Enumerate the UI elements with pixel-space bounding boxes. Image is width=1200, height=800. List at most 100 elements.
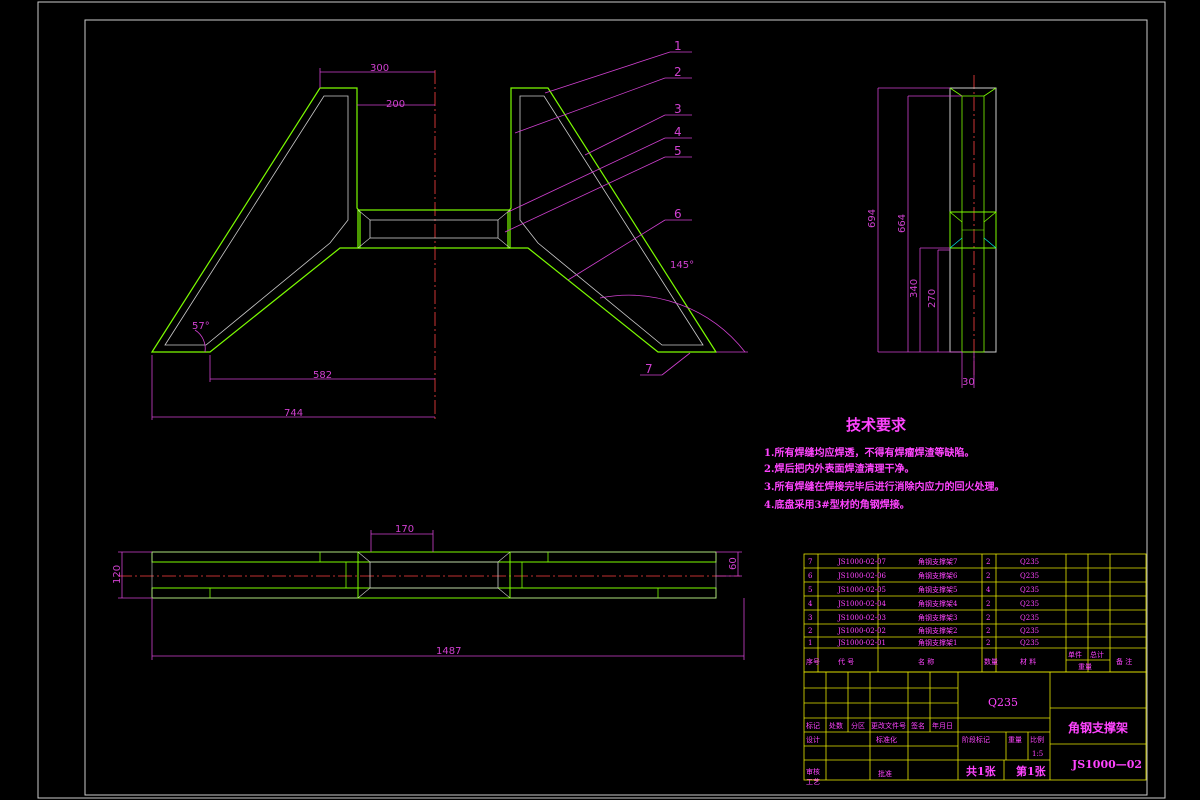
tb-review: 审核	[806, 767, 820, 776]
title-block: 标记 处数 分区 更改文件号 签名 年月日 设计 标准化 审核 工艺 批准 阶段…	[803, 671, 1147, 786]
tb-scale: 1:5	[1032, 750, 1043, 758]
part-1-code: JS1000-02-01	[837, 639, 886, 647]
middle-beam	[357, 209, 511, 249]
header-no: 序号	[806, 657, 820, 666]
part-3-qty: 2	[986, 614, 990, 622]
balloon-7: 7	[645, 362, 653, 376]
angle-57: 57°	[192, 321, 210, 332]
tb-drawing-name: 角钢支撑架	[1068, 720, 1128, 735]
parts-list: 7 JS1000-02-07 角钢支撑架7 2 Q235 6 JS1000-02…	[803, 553, 1147, 673]
part-3-name: 角钢支撑架3	[918, 613, 957, 622]
dim-582: 582	[313, 370, 332, 381]
tb-standardize: 标准化	[876, 735, 897, 744]
tech-item-4: 4.底盘采用3#型材的角钢焊接。	[764, 498, 910, 511]
part-6-code: JS1000-02-06	[837, 572, 887, 580]
header-qty: 数量	[984, 657, 998, 666]
part-4-code: JS1000-02-04	[837, 600, 887, 608]
tb-process: 工艺	[806, 778, 820, 786]
tb-total-sheets: 共1张	[966, 764, 997, 778]
header-code: 代 号	[838, 657, 854, 666]
tb-zone: 分区	[851, 721, 865, 730]
part-1-qty: 2	[986, 639, 990, 647]
technical-requirements: 技术要求 1.所有焊缝均应焊透，不得有焊瘤焊渣等缺陷。 2.焊后把内外表面焊渣清…	[764, 416, 1004, 511]
dim-60: 60	[728, 557, 739, 570]
dim-170: 170	[395, 524, 414, 535]
part-6-material: Q235	[1020, 572, 1039, 580]
dim-200: 200	[386, 99, 405, 110]
header-total: 总计	[1090, 650, 1104, 659]
tb-drawing-no: JS1000—02	[1071, 758, 1142, 771]
dim-694: 694	[867, 209, 878, 228]
tech-item-3: 3.所有焊缝在焊接完毕后进行消除内应力的回火处理。	[764, 480, 1004, 493]
drawing-frame	[37, 1, 1166, 799]
tb-date: 年月日	[932, 721, 953, 730]
left-frame-inner	[164, 95, 349, 346]
part-3-material: Q235	[1020, 614, 1039, 622]
tb-ratio: 比例	[1030, 735, 1044, 744]
part-4-material: Q235	[1020, 600, 1039, 608]
balloon-4: 4	[674, 125, 682, 139]
tb-weight: 重量	[1008, 736, 1022, 744]
part-1-material: Q235	[1020, 639, 1039, 647]
tb-designer: 设计	[806, 735, 820, 744]
dim-300: 300	[370, 63, 389, 74]
dim-270: 270	[927, 289, 938, 308]
tb-count: 处数	[829, 721, 843, 730]
part-5-qty: 4	[986, 586, 991, 594]
part-7-qty: 2	[986, 558, 990, 566]
tech-title: 技术要求	[846, 416, 907, 434]
left-frame-outer	[150, 87, 361, 353]
part-6-no: 6	[808, 572, 813, 580]
balloon-1: 1	[674, 39, 682, 53]
part-2-no: 2	[808, 627, 812, 635]
dim-30: 30	[962, 377, 975, 388]
part-2-code: JS1000-02-02	[837, 627, 886, 635]
balloon-2: 2	[674, 65, 682, 79]
part-7-no: 7	[808, 558, 812, 566]
balloon-6: 6	[674, 207, 682, 221]
tech-item-2: 2.焊后把内外表面焊渣清理干净。	[764, 462, 914, 475]
dim-1487: 1487	[436, 646, 461, 657]
part-6-qty: 2	[986, 572, 990, 580]
dim-744: 744	[284, 408, 303, 419]
side-view: 694 664 340 270 30	[867, 75, 997, 388]
part-4-qty: 2	[986, 600, 990, 608]
middle-beam-inner	[369, 219, 499, 239]
part-7-name: 角钢支撑架7	[918, 557, 957, 566]
part-7-code: JS1000-02-07	[837, 558, 886, 566]
header-remark: 备 注	[1116, 657, 1132, 666]
header-weight: 重量	[1078, 663, 1092, 671]
angle-145: 145°	[670, 260, 694, 271]
part-1-no: 1	[808, 639, 812, 647]
tb-signature: 签名	[911, 721, 925, 730]
tb-sheet-no: 第1张	[1016, 764, 1047, 778]
dim-340: 340	[909, 279, 920, 298]
part-5-material: Q235	[1020, 586, 1039, 594]
part-4-name: 角钢支撑架4	[918, 599, 958, 608]
part-5-code: JS1000-02-05	[837, 586, 886, 594]
header-unit: 单件	[1068, 650, 1082, 659]
part-4-no: 4	[808, 600, 813, 608]
header-name: 名 称	[918, 657, 934, 666]
tb-stage-mark: 阶段标记	[962, 735, 990, 744]
part-5-name: 角钢支撑架5	[918, 585, 957, 594]
tb-mark: 标记	[806, 721, 820, 730]
part-6-name: 角钢支撑架6	[918, 571, 958, 580]
tb-change-doc: 更改文件号	[871, 721, 906, 730]
tech-item-1: 1.所有焊缝均应焊透，不得有焊瘤焊渣等缺陷。	[764, 446, 974, 459]
tb-material: Q235	[988, 696, 1018, 709]
front-view: 300 200 582 744 57° 145° 1 2 3 4 5 6 7	[150, 39, 748, 420]
part-5-no: 5	[808, 586, 812, 594]
part-1-name: 角钢支撑架1	[918, 638, 957, 647]
top-view: 170 120 60 1487	[112, 524, 745, 660]
header-material: 材 料	[1020, 657, 1036, 666]
part-2-qty: 2	[986, 627, 990, 635]
part-3-no: 3	[808, 614, 812, 622]
tb-approve: 批准	[878, 769, 892, 778]
part-2-name: 角钢支撑架2	[918, 626, 957, 635]
right-frame-inner	[519, 95, 704, 346]
part-7-material: Q235	[1020, 558, 1039, 566]
balloon-3: 3	[674, 102, 682, 116]
dim-664: 664	[897, 214, 908, 233]
